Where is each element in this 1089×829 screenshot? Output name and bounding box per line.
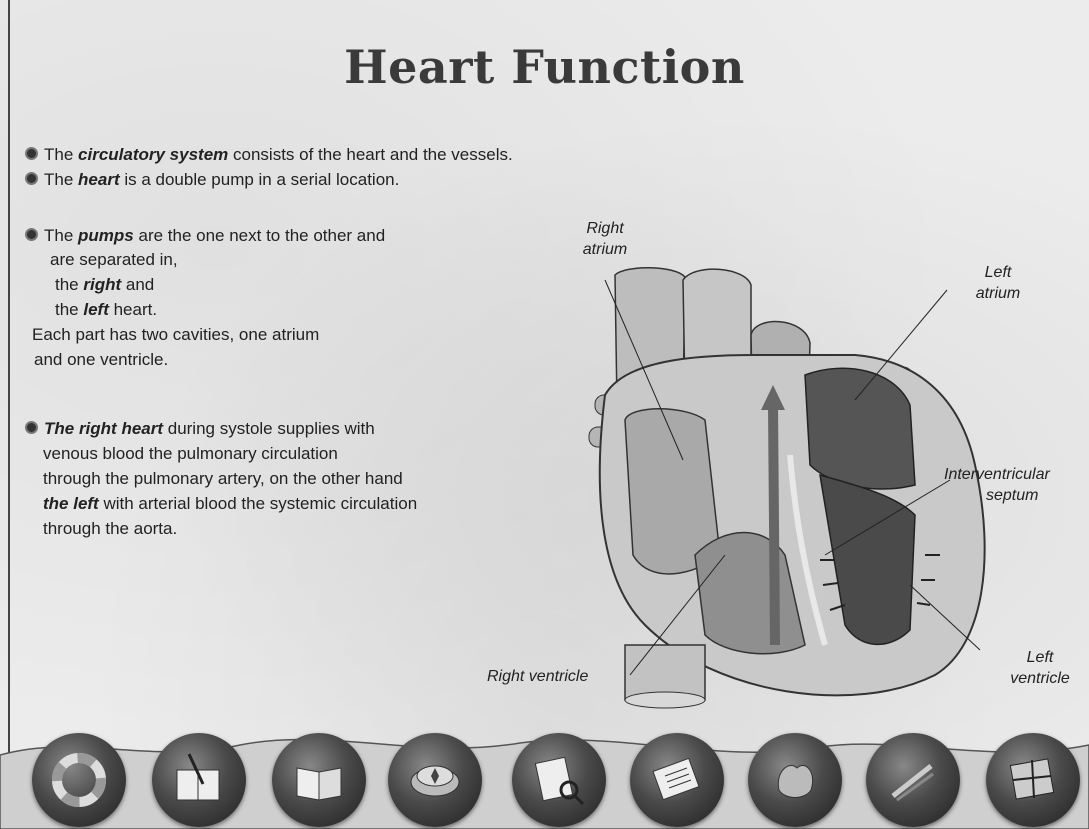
nav-button-windows[interactable]: [986, 733, 1080, 827]
left-border: [8, 0, 10, 760]
bullet-icon: [25, 147, 38, 160]
systole-line-3: through the pulmonary artery, on the oth…: [43, 469, 403, 489]
nav-button-library[interactable]: [630, 733, 724, 827]
window-grid-icon: [1003, 750, 1063, 810]
compass-icon: [405, 750, 465, 810]
nav-button-book[interactable]: [272, 733, 366, 827]
bullet-pumps: The pumps are the one next to the other …: [25, 226, 385, 246]
organ-icon: [765, 750, 825, 810]
bullet-icon: [25, 421, 38, 434]
page-title: Heart Function: [0, 40, 1089, 94]
bullet-circulatory: The circulatory system consists of the h…: [25, 145, 513, 165]
systole-line-2: venous blood the pulmonary circulation: [43, 444, 338, 464]
bullet-icon: [25, 172, 38, 185]
document-magnifier-icon: [529, 750, 589, 810]
systole-line-4: the left with arterial blood the systemi…: [43, 494, 417, 514]
pumps-line-4: the left heart.: [55, 300, 157, 320]
bullet-icon: [25, 228, 38, 241]
lifebuoy-icon: [49, 750, 109, 810]
label-right-ventricle: Right ventricle: [487, 666, 627, 687]
nav-button-tools[interactable]: [866, 733, 960, 827]
notebook-pen-icon: [169, 750, 229, 810]
brush-icon: [883, 750, 943, 810]
nav-button-notes[interactable]: [152, 733, 246, 827]
nav-button-compass[interactable]: [388, 733, 482, 827]
nav-button-document[interactable]: [512, 733, 606, 827]
bullet-right-heart: The right heart during systole supplies …: [25, 419, 375, 439]
pumps-line-6: and one ventricle.: [34, 350, 168, 370]
pumps-line-2: are separated in,: [50, 250, 178, 270]
systole-line-5: through the aorta.: [43, 519, 177, 539]
pumps-line-5: Each part has two cavities, one atrium: [32, 325, 319, 345]
bullet-heart: The heart is a double pump in a serial l…: [25, 170, 399, 190]
book-stack-icon: [647, 750, 707, 810]
nav-button-anatomy[interactable]: [748, 733, 842, 827]
pumps-line-3: the right and: [55, 275, 154, 295]
nav-button-help[interactable]: [32, 733, 126, 827]
open-book-icon: [289, 750, 349, 810]
